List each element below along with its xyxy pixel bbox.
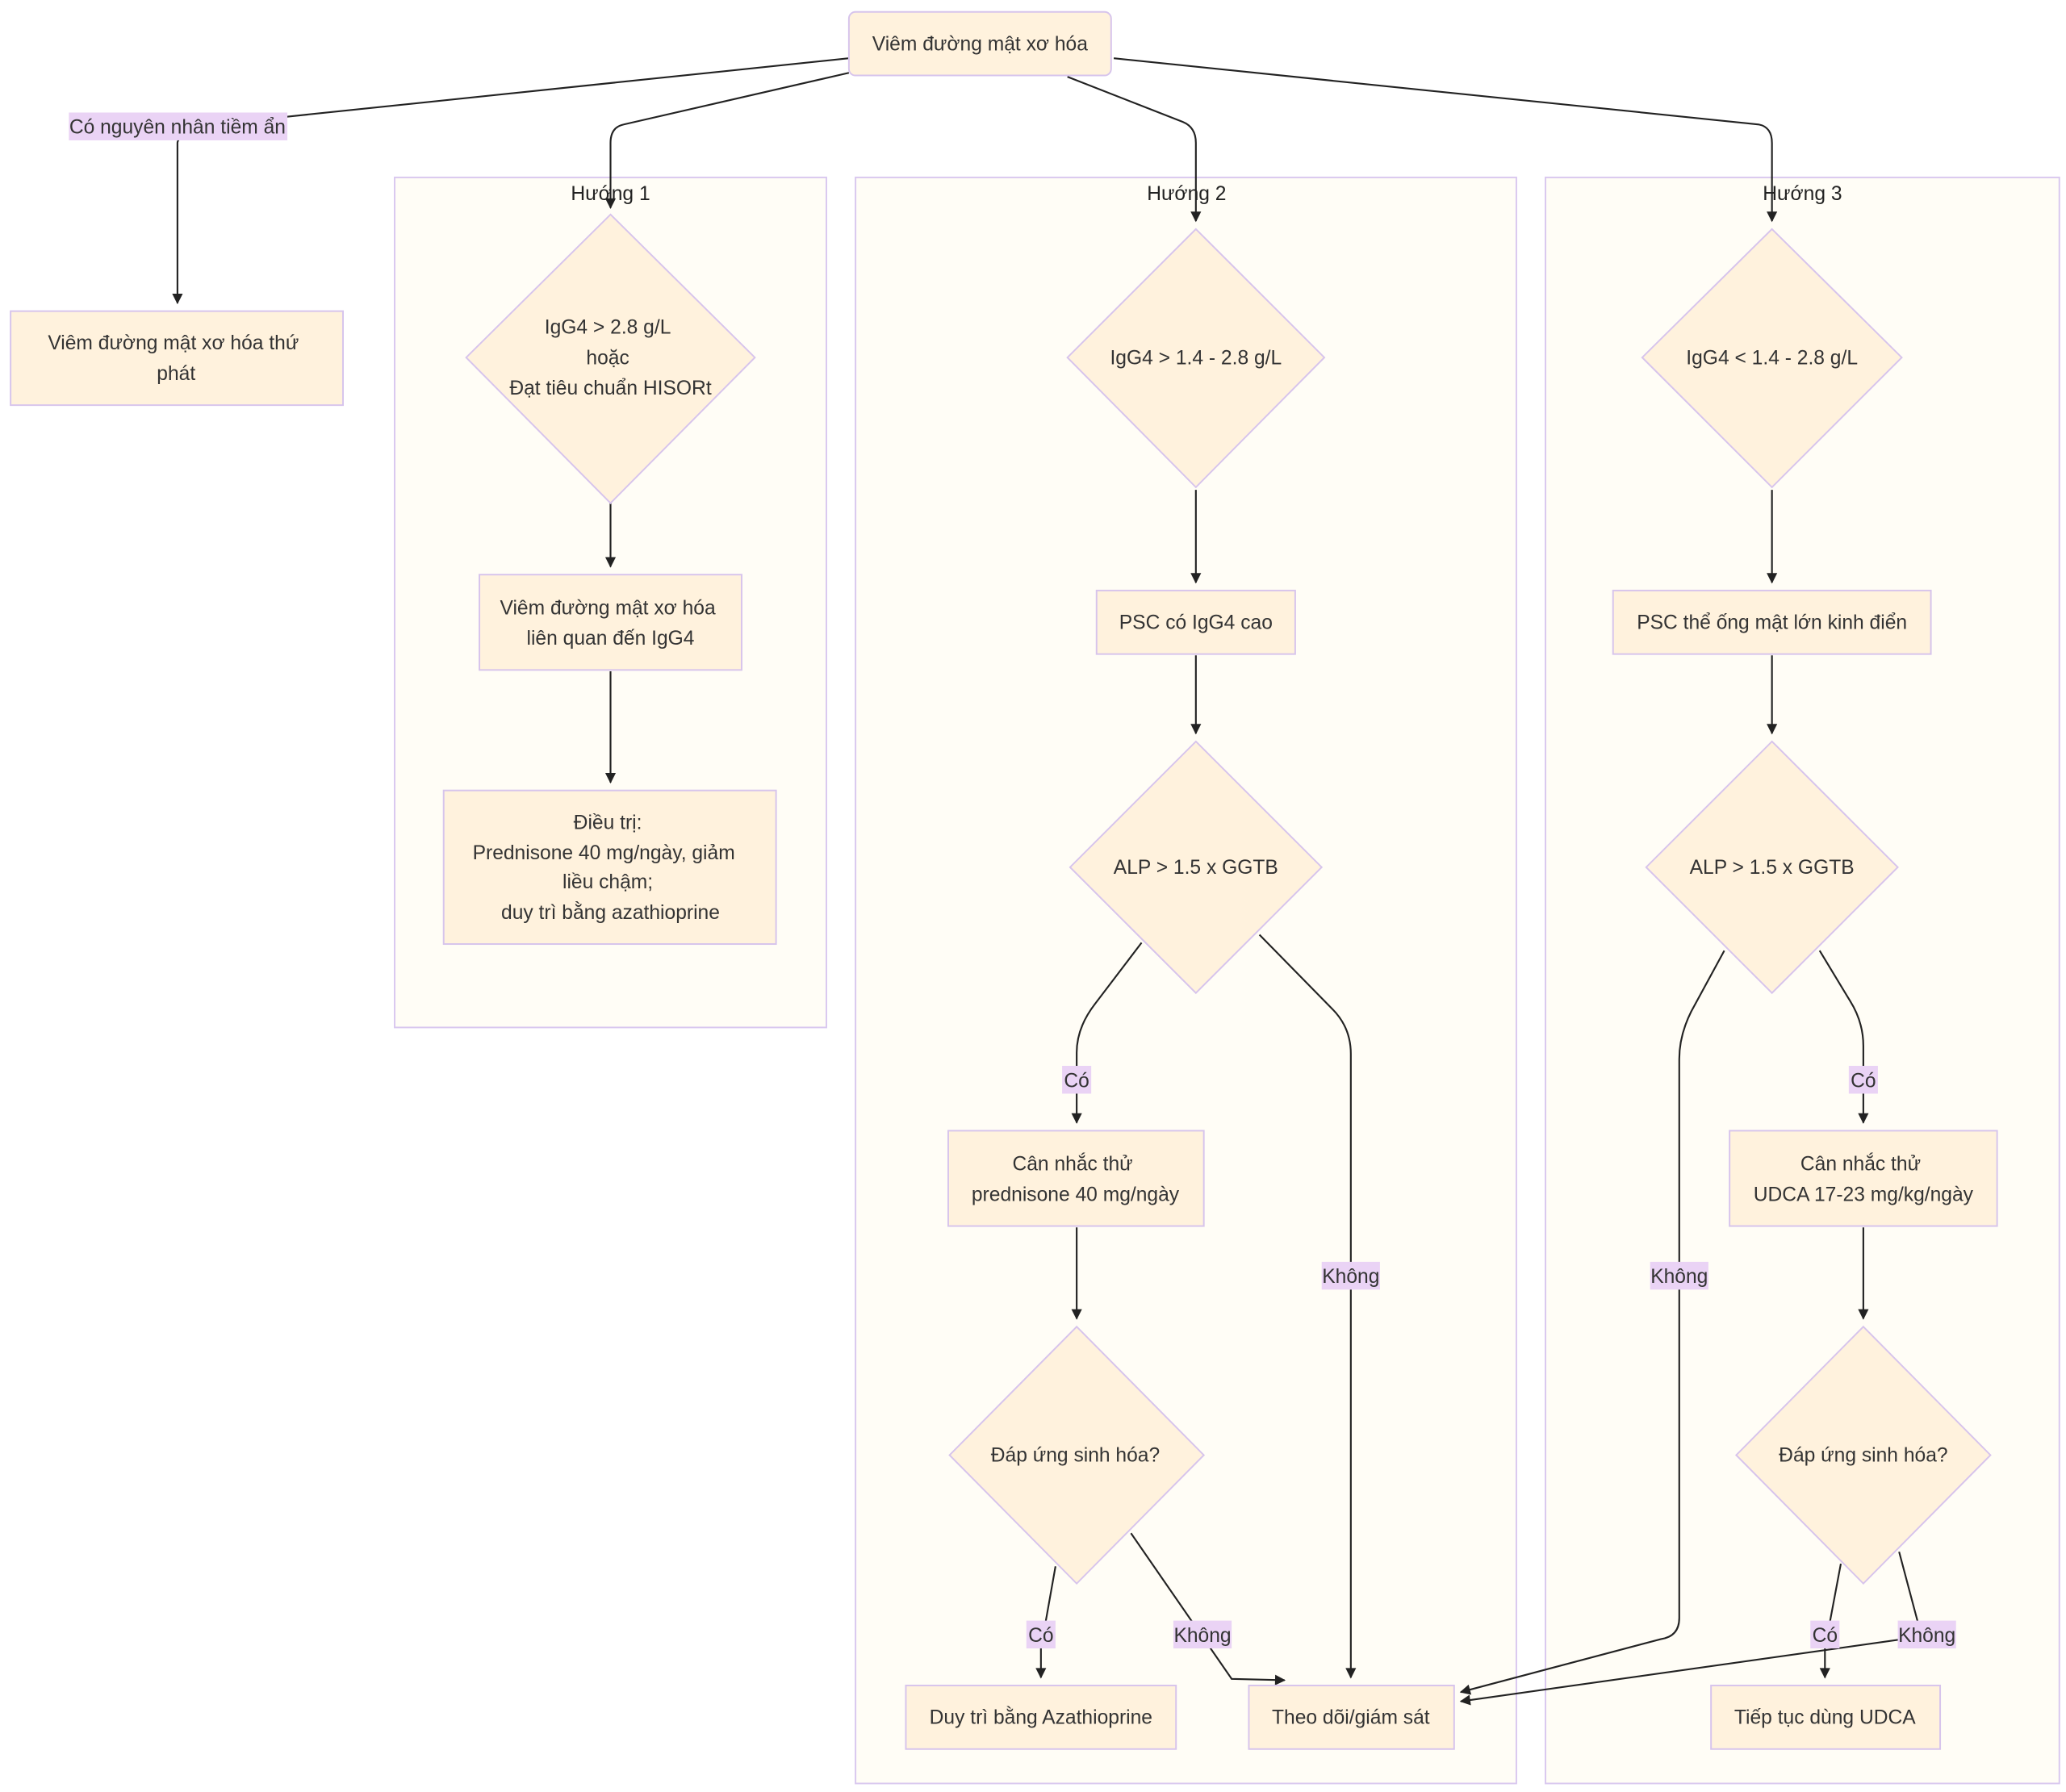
svg-text:Có: Có: [1813, 1625, 1838, 1647]
edge-b3-alp-to-monitor: [1459, 950, 1725, 1695]
edge-label-b3-resp-yes: Có: [1810, 1620, 1840, 1649]
node-b2-trial: Cân nhắc thử prednisone 40 mg/ngày: [947, 1130, 1205, 1227]
node-monitor-line: Theo dõi/giám sát: [1272, 1707, 1430, 1729]
cluster-title-branch-3: Hướng 3: [1763, 183, 1842, 205]
node-root-line: Viêm đường mật xơ hóa: [872, 33, 1088, 55]
node-b1-treatment-line-4: duy trì bằng azathioprine: [501, 902, 720, 924]
node-b3-decision-line: IgG4 < 1.4 - 2.8 g/L: [1686, 347, 1858, 369]
node-b3-decision: IgG4 < 1.4 - 2.8 g/L: [1641, 228, 1903, 489]
node-b2-maintain-line: Duy trì bằng Azathioprine: [930, 1707, 1152, 1729]
edge-label-b3-alp-no: Không: [1650, 1261, 1708, 1290]
svg-text:Không: Không: [1322, 1266, 1379, 1288]
svg-text:Viêm đường mật xơ hóa: Viêm đường mật xơ hóa: [872, 33, 1088, 55]
node-b1-treatment-line-2: Prednisone 40 mg/ngày, giảm: [473, 842, 735, 864]
svg-text:Duy trì bằng Azathioprine: Duy trì bằng Azathioprine: [930, 1707, 1152, 1729]
svg-text:ALP > 1.5 x GGTB: ALP > 1.5 x GGTB: [1114, 857, 1278, 879]
node-b2-alp-line: ALP > 1.5 x GGTB: [1114, 857, 1278, 879]
edge-label-b3-alp-yes: Có: [1848, 1066, 1878, 1094]
edge-b2-response-to-monitor: [1130, 1532, 1286, 1685]
svg-text:Đáp ứng sinh hóa?: Đáp ứng sinh hóa?: [1779, 1445, 1947, 1467]
node-b1-treatment-line-3: liều chậm;: [563, 871, 653, 893]
svg-text:PSC có IgG4 cao: PSC có IgG4 cao: [1119, 612, 1273, 633]
node-b3-psc: PSC thể ống mật lớn kinh điển: [1612, 589, 1932, 655]
node-root: Viêm đường mật xơ hóa: [847, 10, 1112, 77]
node-secondary: Viêm đường mật xơ hóa thứ phát: [10, 310, 345, 407]
svg-text:IgG4 < 1.4 - 2.8 g/L: IgG4 < 1.4 - 2.8 g/L: [1686, 347, 1858, 369]
svg-text:Có: Có: [1064, 1070, 1089, 1092]
edge-label-b2-resp-yes: Có: [1026, 1620, 1056, 1649]
node-b3-response-line: Đáp ứng sinh hóa?: [1779, 1445, 1947, 1467]
node-secondary-line-2: phát: [157, 363, 195, 385]
node-b2-alp: ALP > 1.5 x GGTB: [1069, 740, 1324, 995]
svg-text:Viêm đường mật xơ hóa li: Viêm đường mật xơ hóa liên quan đến IgG4: [500, 597, 721, 650]
node-b1-treatment: Điều trị: Prednisone 40 mg/ngày, giảm li…: [442, 789, 777, 946]
svg-text:Điều trị: Prednisone 40: Điều trị: Prednisone 40 mg/ngày, giảm li…: [473, 812, 741, 924]
node-b1-decision-line-3: Đạt tiêu chuẩn HISORt: [509, 378, 711, 399]
svg-text:PSC thể ống mật lớn kinh điển: PSC thể ống mật lớn kinh điển: [1637, 612, 1907, 633]
node-secondary-line-1: Viêm đường mật xơ hóa thứ: [48, 332, 299, 354]
node-b2-psc-line: PSC có IgG4 cao: [1119, 612, 1273, 633]
node-b1-decision-line-2: hoặc: [586, 347, 629, 369]
node-b2-maintain: Duy trì bằng Azathioprine: [905, 1685, 1177, 1750]
edge-b2-alp-to-monitor: [1258, 934, 1357, 1679]
svg-text:IgG4 > 1.4 - 2.8 g/L: IgG4 > 1.4 - 2.8 g/L: [1110, 347, 1282, 369]
edge-label-underlying-cause: Có nguyên nhân tiềm ẩn: [69, 112, 288, 140]
edge-label-b2-alp-yes: Có: [1062, 1066, 1092, 1094]
svg-text:Cân nhắc thử UDCA 17-23: Cân nhắc thử UDCA 17-23 mg/kg/ngày: [1754, 1154, 1974, 1206]
node-monitor: Theo dõi/giám sát: [1248, 1685, 1455, 1750]
svg-text:Viêm đường mật xơ hóa thứ: Viêm đường mật xơ hóa thứ phát: [48, 332, 304, 385]
edge-b3-alp-to-trial: [1818, 950, 1869, 1124]
svg-text:Có nguyên nhân tiềm ẩn: Có nguyên nhân tiềm ẩn: [69, 117, 286, 139]
svg-text:IgG4 > 2.8 g/L hoặc: IgG4 > 2.8 g/L hoặc Đạt tiêu chuẩn HISOR…: [509, 317, 711, 399]
svg-text:Tiếp tục dùng UDCA: Tiếp tục dùng UDCA: [1734, 1707, 1916, 1729]
node-b1-treatment-line-1: Điều trị:: [574, 812, 642, 833]
node-b2-trial-line-2: prednisone 40 mg/ngày: [972, 1184, 1180, 1205]
svg-text:Có: Có: [1028, 1625, 1053, 1647]
edge-b2-alp-to-trial: [1071, 942, 1143, 1124]
edge-root-to-b2-decision: [1067, 76, 1202, 223]
edge-label-b3-resp-no: Không: [1897, 1620, 1956, 1649]
node-b2-psc: PSC có IgG4 cao: [1095, 589, 1296, 655]
node-b3-response: Đáp ứng sinh hóa?: [1734, 1325, 1992, 1585]
node-b2-decision-line: IgG4 > 1.4 - 2.8 g/L: [1110, 347, 1282, 369]
edge-label-b2-alp-no: Không: [1321, 1261, 1380, 1290]
node-b1-decision: IgG4 > 2.8 g/L hoặc Đạt tiêu chuẩn HISOR…: [465, 213, 756, 504]
node-b2-response-line: Đáp ứng sinh hóa?: [991, 1445, 1160, 1467]
edges: [172, 57, 1923, 1706]
node-b1-disease-line-1: Viêm đường mật xơ hóa: [500, 597, 715, 619]
svg-text:ALP > 1.5 x GGTB: ALP > 1.5 x GGTB: [1690, 857, 1855, 879]
svg-text:Đáp ứng sinh hóa?: Đáp ứng sinh hóa?: [991, 1445, 1160, 1467]
node-b1-decision-line-1: IgG4 > 2.8 g/L: [545, 317, 671, 339]
node-b2-response: Đáp ứng sinh hóa?: [948, 1325, 1206, 1585]
node-b3-alp-line: ALP > 1.5 x GGTB: [1690, 857, 1855, 879]
node-b3-continue-line: Tiếp tục dùng UDCA: [1734, 1707, 1916, 1729]
svg-text:Không: Không: [1173, 1625, 1231, 1647]
svg-text:Theo dõi/giám sát: Theo dõi/giám sát: [1272, 1707, 1430, 1729]
node-b3-alp: ALP > 1.5 x GGTB: [1645, 740, 1899, 995]
node-b3-psc-line: PSC thể ống mật lớn kinh điển: [1637, 612, 1907, 633]
node-b3-trial-line-2: UDCA 17-23 mg/kg/ngày: [1754, 1184, 1974, 1205]
svg-text:Không: Không: [1650, 1266, 1708, 1288]
cluster-title-branch-2: Hướng 2: [1147, 183, 1226, 205]
node-b1-disease: Viêm đường mật xơ hóa liên quan đến IgG4: [479, 574, 742, 671]
node-b2-trial-line-1: Cân nhắc thử: [1012, 1154, 1132, 1176]
svg-text:Cân nhắc thử prednisone: Cân nhắc thử prednisone 40 mg/ngày: [972, 1154, 1180, 1206]
svg-text:Có: Có: [1851, 1070, 1876, 1092]
node-b3-trial: Cân nhắc thử UDCA 17-23 mg/kg/ngày: [1729, 1130, 1998, 1227]
edge-root-to-b3-decision: [1113, 57, 1778, 223]
node-b3-trial-line-1: Cân nhắc thử: [1800, 1154, 1921, 1176]
node-b1-disease-line-2: liên quan đến IgG4: [527, 628, 695, 650]
edge-label-b2-resp-no: Không: [1173, 1620, 1232, 1649]
node-b3-continue: Tiếp tục dùng UDCA: [1710, 1685, 1942, 1750]
node-b2-decision: IgG4 > 1.4 - 2.8 g/L: [1066, 228, 1326, 489]
svg-text:Không: Không: [1898, 1625, 1955, 1647]
edge-root-to-b1-decision: [604, 72, 850, 209]
